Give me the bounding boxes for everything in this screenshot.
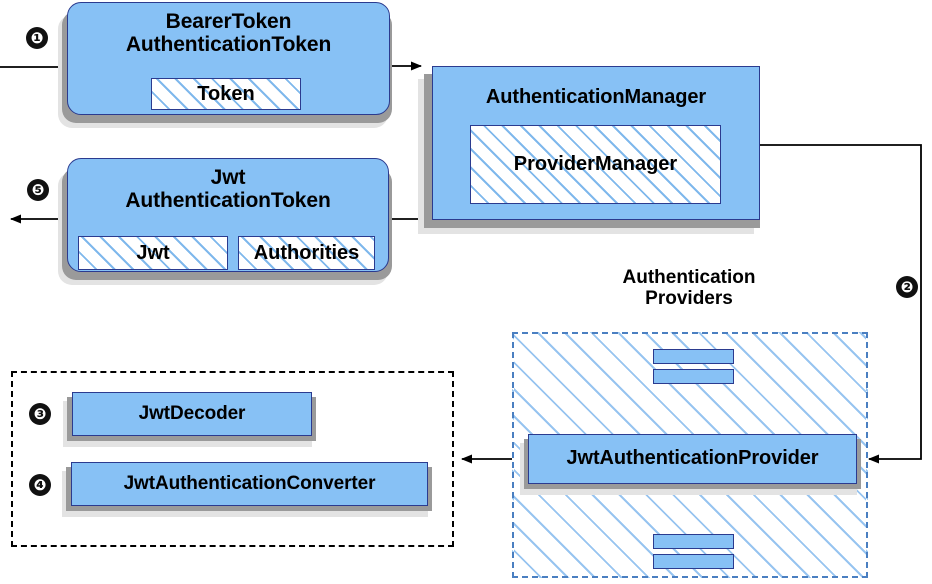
jwt-decoder-label: JwtDecoder [138,402,246,424]
provider-manager-inner-box: ProviderManager [470,125,721,204]
bearer-token-title-line2: AuthenticationToken [125,32,332,56]
authentication-providers-caption-line1: Authentication [622,267,756,288]
token-inner-box: Token [151,78,301,110]
bearer-token-title-line1: BearerToken [165,10,292,33]
jwt-authentication-converter-label: JwtAuthenticationConverter [123,472,376,494]
jwt-authentication-provider-label: JwtAuthenticationProvider [566,447,819,470]
authentication-manager-label: AuthenticationManager [485,86,707,108]
step-badge-2: ❷ [896,276,918,298]
authentication-providers-caption: Authentication Providers [573,267,805,310]
provider-stack-bar-top-1 [653,349,734,364]
step-badge-3: ❸ [29,403,51,425]
authentication-providers-caption-line2: Providers [645,288,733,310]
jwt-decoder-node[interactable]: JwtDecoder [72,392,312,436]
token-label: Token [197,82,255,105]
jwt-support-beans-region [11,371,454,547]
step-badge-5: ❺ [27,179,49,201]
jwt-inner-box: Jwt [78,236,228,270]
step-badge-4: ❹ [29,474,51,496]
jwt-authentication-token-title-line2: AuthenticationToken [125,188,331,212]
authorities-inner-box: Authorities [238,236,375,270]
provider-manager-label: ProviderManager [513,153,678,175]
provider-stack-bar-bottom-2 [653,554,734,569]
step-badge-1: ❶ [26,27,48,49]
jwt-authentication-provider-node[interactable]: JwtAuthenticationProvider [528,434,857,484]
jwt-authentication-token-title-line1: Jwt [210,166,246,189]
provider-stack-bar-top-2 [653,369,734,384]
authorities-label: Authorities [253,241,360,264]
provider-stack-bar-bottom-1 [653,534,734,549]
jwt-label: Jwt [136,241,170,264]
jwt-authentication-converter-node[interactable]: JwtAuthenticationConverter [71,462,428,506]
